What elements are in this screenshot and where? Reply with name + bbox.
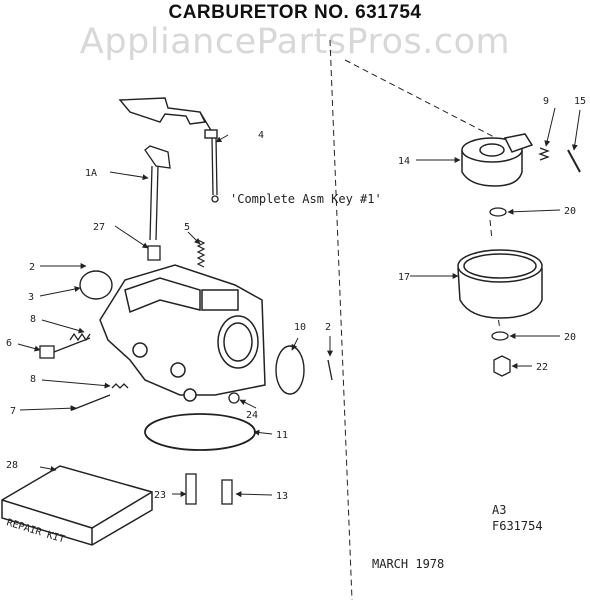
- callout-3: 3: [28, 292, 34, 303]
- callout-20-upper: 20: [564, 206, 576, 217]
- plug-27: [147, 245, 161, 261]
- bowl-gasket: [144, 413, 256, 451]
- washer-upper: [489, 207, 507, 217]
- idle-needle: [39, 332, 91, 359]
- date-note: MARCH 1978: [372, 557, 444, 571]
- float-bowl: [457, 249, 543, 319]
- washer-lower: [491, 331, 509, 341]
- main-needle: [71, 383, 129, 411]
- callout-2-left: 2: [29, 262, 35, 273]
- callout-1a: 1A: [85, 168, 97, 179]
- diaphragm: [275, 345, 305, 395]
- callout-17: 17: [398, 272, 410, 283]
- jet-23: [185, 473, 197, 505]
- float: [461, 133, 534, 187]
- spring-5: [196, 239, 206, 268]
- callout-9: 9: [543, 96, 549, 107]
- callout-7: 7: [10, 406, 16, 417]
- inlet-needle: [538, 147, 550, 161]
- callout-10: 10: [294, 322, 306, 333]
- callout-8-lower: 8: [30, 374, 36, 385]
- callout-23: 23: [154, 490, 166, 501]
- callout-15: 15: [574, 96, 586, 107]
- callout-20-lower: 20: [564, 332, 576, 343]
- code-a: A3: [492, 503, 506, 517]
- callout-6: 6: [6, 338, 12, 349]
- throttle-shaft: [144, 145, 171, 241]
- callout-4: 4: [258, 130, 264, 141]
- dashed-guide-lines: [329, 39, 501, 600]
- callout-2-right: 2: [325, 322, 331, 333]
- callout-11: 11: [276, 430, 288, 441]
- code-b: F631754: [492, 519, 543, 533]
- float-pin: [567, 149, 581, 173]
- callout-14: 14: [398, 156, 410, 167]
- page-title: CARBURETOR NO. 631754: [168, 2, 422, 23]
- jet-13: [221, 479, 233, 505]
- choke-shaft: [211, 137, 219, 203]
- callout-labels: 1A 2 2 3 4 5 6 7 8 8 9 10 11 13 14 15 17…: [6, 96, 586, 502]
- bowl-nut: [493, 355, 511, 377]
- callout-22: 22: [536, 362, 548, 373]
- gasket-24: [228, 392, 240, 404]
- callout-13: 13: [276, 491, 288, 502]
- callout-28: 28: [6, 460, 18, 471]
- callout-27: 27: [93, 222, 105, 233]
- throttle-lever: [118, 97, 218, 139]
- callout-8-upper: 8: [30, 314, 36, 325]
- complete-asm-note: 'Complete Asm Key #1': [230, 192, 382, 206]
- welch-plug: [79, 270, 113, 300]
- leader-lines: [17, 107, 581, 498]
- callout-5: 5: [184, 222, 190, 233]
- watermark: AppliancePartsPros.com: [79, 22, 511, 62]
- screw-right: [327, 359, 333, 381]
- repair-kit-box: [1, 465, 153, 546]
- carburetor-body: [99, 264, 266, 402]
- callout-24: 24: [246, 410, 258, 421]
